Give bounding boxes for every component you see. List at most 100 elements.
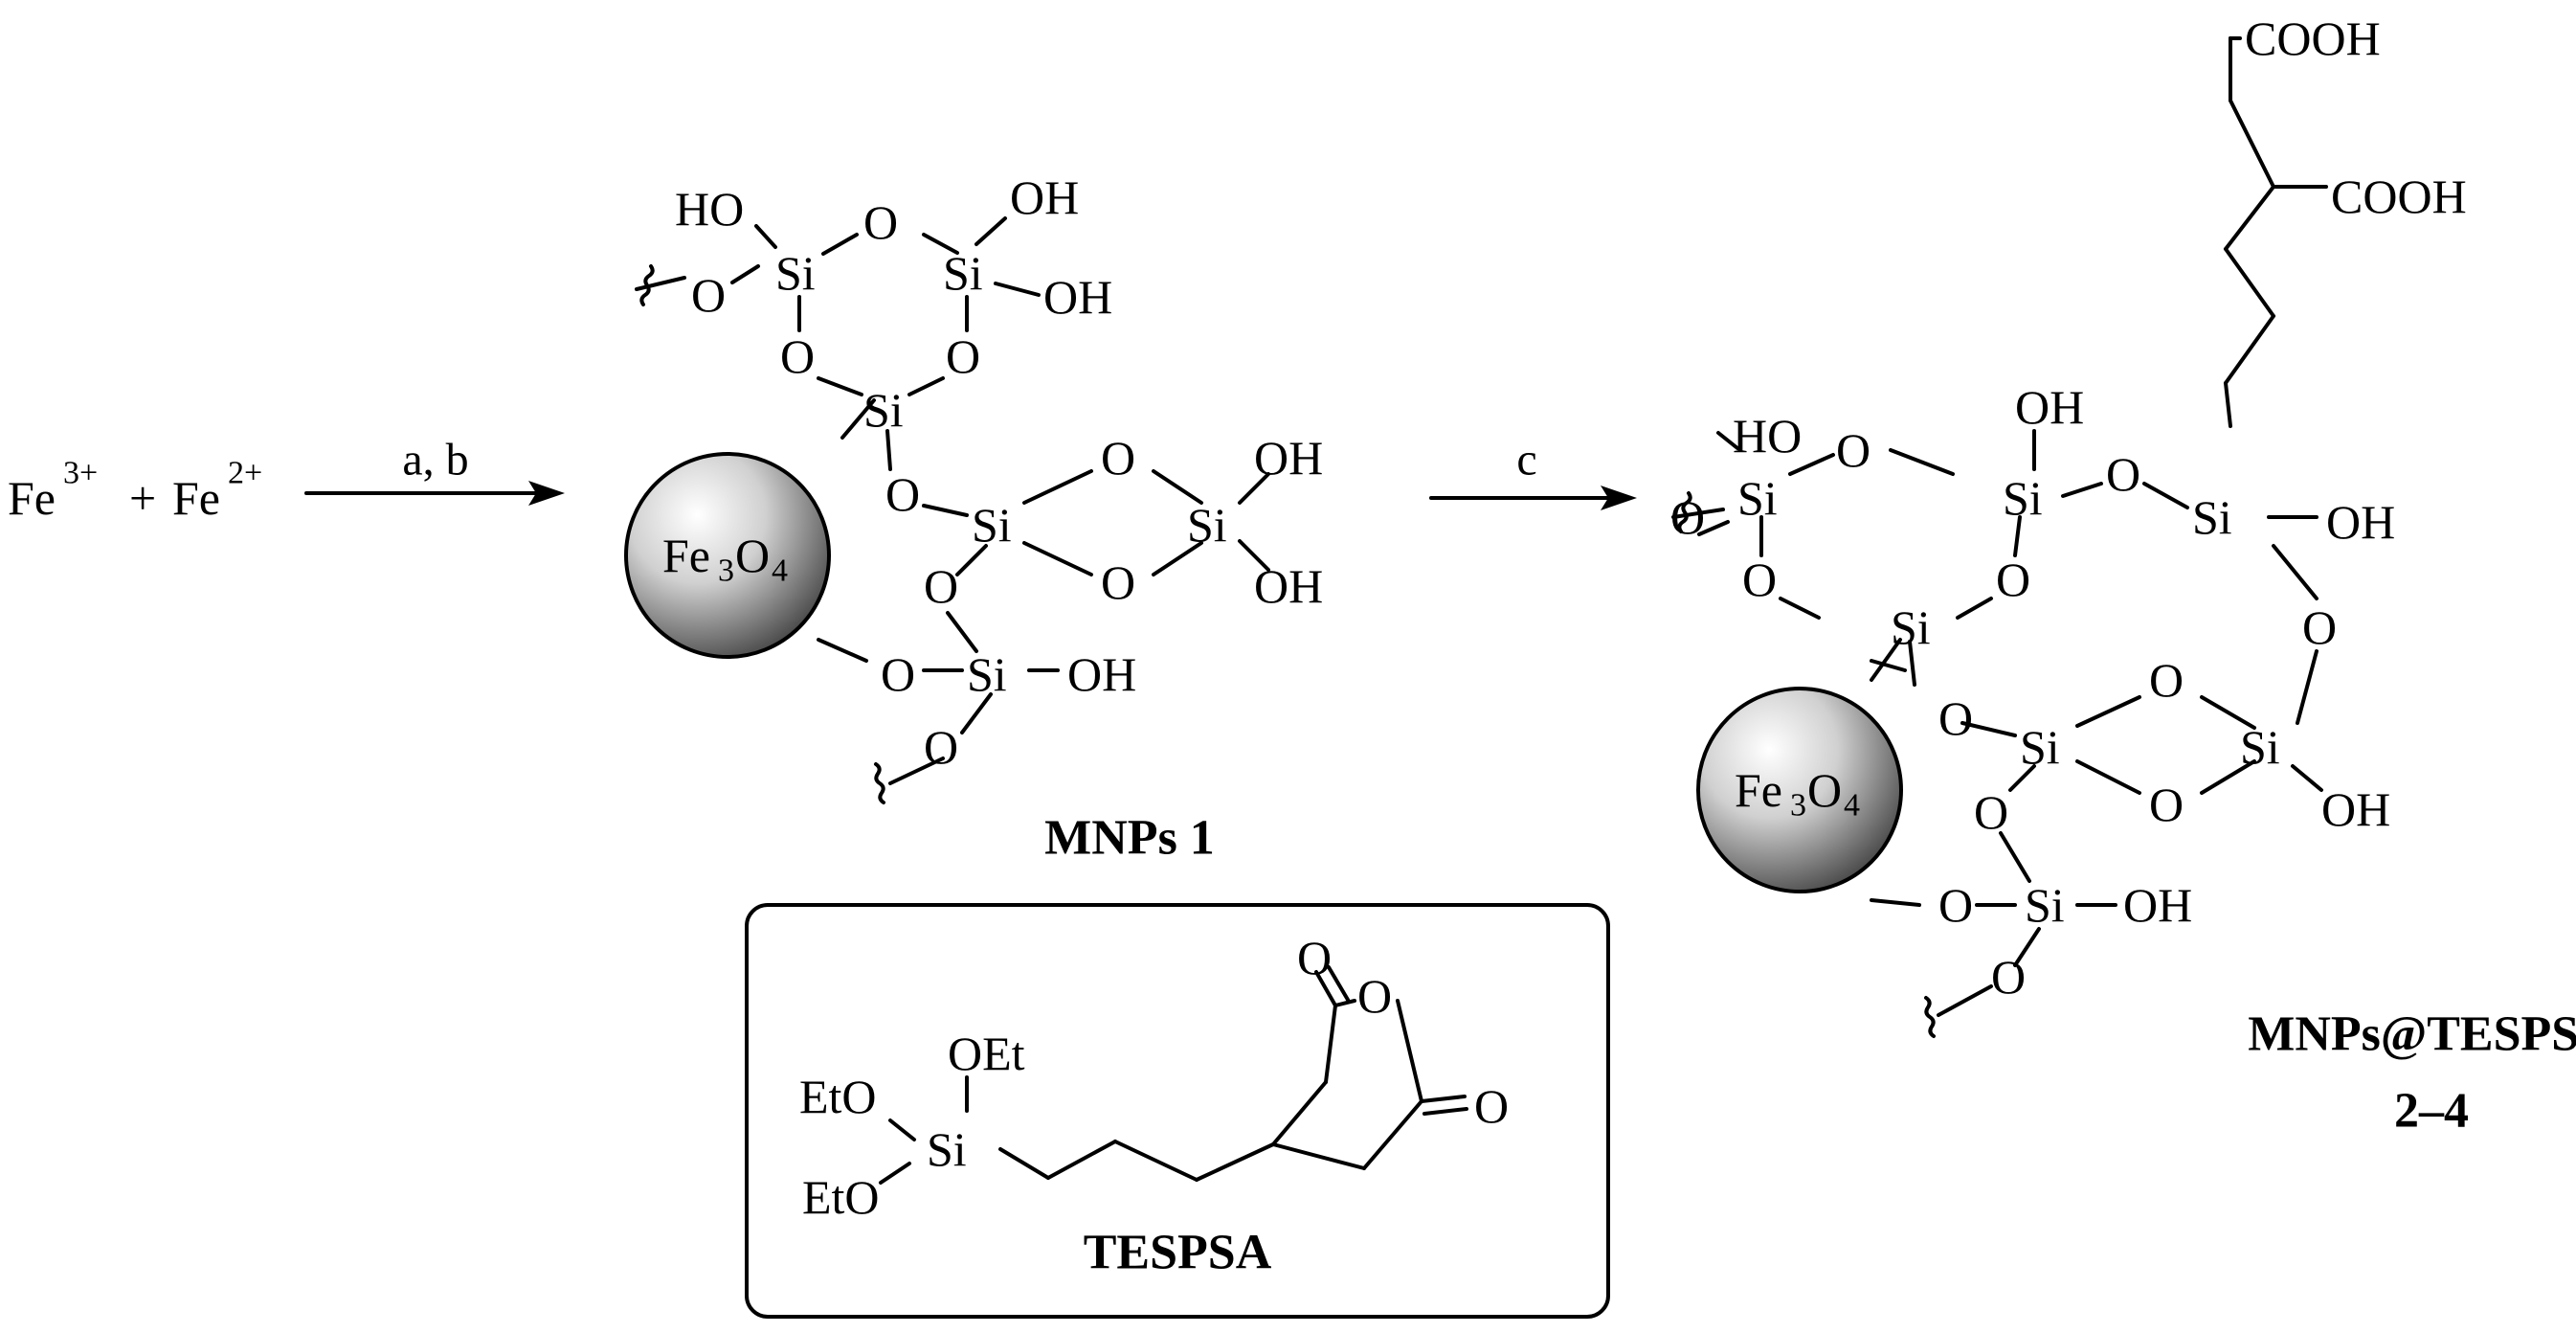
tespsa-box: EtO OEt Si EtO O O O TESPSA [745, 903, 1610, 1319]
atom-si: Si [943, 246, 983, 300]
core-o-sub: 4 [1844, 788, 1860, 824]
atom-o: O [2149, 778, 2184, 831]
atom-o: O [1101, 555, 1135, 609]
bond-line [2075, 695, 2141, 728]
atom-si: Si [2003, 471, 2043, 525]
bond-line [888, 1118, 916, 1141]
bond-line [922, 233, 959, 255]
tespsa-bonds [879, 965, 1468, 1185]
bond-line [730, 264, 760, 284]
bond-line [974, 216, 1007, 246]
atom-o: O [1991, 950, 2026, 1004]
bond-line [2075, 759, 2141, 795]
bond-line [1908, 640, 1916, 687]
bond-line [960, 692, 993, 734]
bond-line [1324, 1004, 1337, 1084]
atom-o: O [924, 559, 958, 613]
reactants: Fe 3+ + Fe 2+ [8, 456, 262, 526]
atom-oh: OH [1067, 647, 1136, 701]
atom-o: O [2302, 600, 2337, 654]
atom-oh: OH [1010, 170, 1079, 224]
atom-o: O [924, 720, 958, 774]
core-o-sub: 4 [772, 554, 788, 589]
atom-si: Si [863, 383, 904, 437]
atom-si: Si [1891, 600, 1931, 654]
fe3o4-core-sphere [1696, 687, 1903, 893]
atom-o: O [1474, 1079, 1509, 1133]
atom-si: Si [967, 647, 1007, 701]
atom-oh: OH [1254, 431, 1323, 485]
fe3-charge: 3+ [63, 456, 98, 491]
core-fe: Fe [662, 529, 710, 582]
bond-line [1420, 1095, 1467, 1103]
fe2-symbol: Fe [172, 471, 220, 525]
fe2-charge: 2+ [228, 456, 262, 491]
atom-o: O [1996, 553, 2030, 606]
atom-o: O [1101, 431, 1135, 485]
bond-line [1327, 965, 1350, 1002]
bond-line [1870, 638, 1902, 682]
bond-line [955, 544, 988, 576]
atom-si: Si [972, 498, 1012, 552]
bond-line [2224, 314, 2275, 385]
bond-line [1046, 1140, 1117, 1180]
atom-o: O [946, 329, 980, 383]
core-fe: Fe [1735, 763, 1782, 817]
wavy-cut-icon [639, 264, 655, 306]
bond-line [2224, 185, 2275, 251]
bond-line [1362, 1099, 1423, 1170]
atom-o: O [691, 268, 726, 322]
bond-line [1152, 469, 1203, 505]
bond-line [2296, 649, 2318, 725]
arrow-1-head [528, 481, 565, 506]
atom-o: O [863, 195, 898, 249]
bond-line [2008, 764, 2036, 792]
bond-line [2229, 99, 2275, 189]
atom-o: O [1742, 553, 1777, 606]
atom-oh: OH [2326, 495, 2395, 549]
bond-line [1671, 508, 1725, 519]
bond-line [2061, 482, 2103, 498]
bond-line [1870, 659, 1907, 672]
tespsa-label: TESPSA [1084, 1226, 1272, 1280]
mnps1-bonds [635, 216, 1270, 804]
arrow-2-head [1601, 486, 1637, 510]
core-fe-sub: 3 [718, 554, 734, 589]
bond-line [2224, 247, 2275, 318]
atom-o: O [1357, 969, 1392, 1023]
bond-line [1422, 1107, 1468, 1116]
atom-oh: OH [2123, 878, 2192, 932]
atom-si: Si [1737, 471, 1778, 525]
tespsa-frame [745, 903, 1610, 1319]
bond-line [1271, 1142, 1366, 1170]
atom-o: O [2149, 653, 2184, 707]
bond-line [817, 376, 863, 396]
bond-line [1960, 721, 2017, 737]
atom-ho: HO [1733, 409, 1802, 463]
atom-oh: OH [1043, 270, 1112, 324]
atom-si: Si [927, 1122, 967, 1176]
fe3o4-core-sphere [624, 452, 831, 659]
atom-si: Si [775, 246, 816, 300]
core-fe-sub: 3 [1790, 788, 1806, 824]
bond-line [1716, 431, 1739, 450]
bond-line [1152, 541, 1203, 576]
atom-o: O [780, 329, 815, 383]
atom-oh: OH [2015, 380, 2084, 434]
bond-line [2200, 759, 2256, 795]
fe3-symbol: Fe [8, 471, 56, 525]
bond-line [879, 1162, 911, 1185]
bond-line [885, 429, 892, 471]
bond-line [1999, 831, 2031, 883]
bond-line [1022, 541, 1093, 576]
atom-eto: EtO [799, 1070, 877, 1123]
bond-line [1788, 453, 1835, 476]
core-o: O [735, 529, 770, 582]
bond-line [946, 611, 978, 653]
atom-o: O [1670, 490, 1705, 544]
atom-o: O [1938, 691, 1973, 745]
bond-line [2272, 544, 2318, 600]
bond-line [922, 504, 969, 517]
atom-cooh: COOH [2245, 11, 2381, 65]
